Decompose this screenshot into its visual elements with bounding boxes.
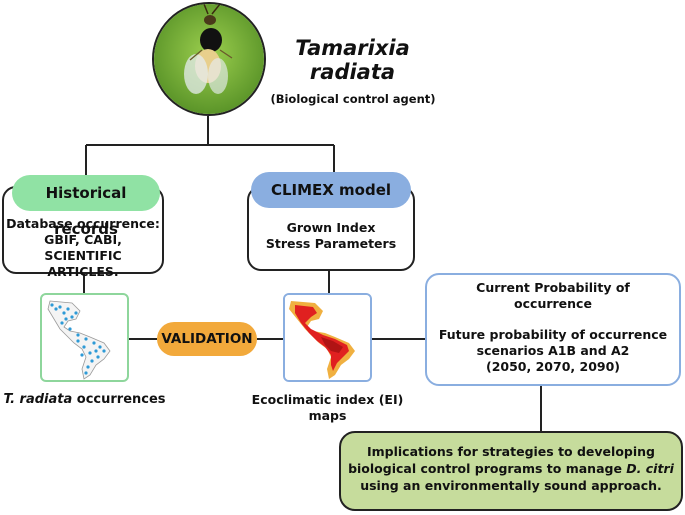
title-line-1: Tamarixia [295, 36, 410, 60]
climex-line-1: Grown Index [286, 220, 376, 235]
occurrences-caption-rest: occurrences [72, 392, 166, 407]
implications-line-3: using an environmentally sound approach. [360, 478, 662, 493]
occurrence-map [40, 293, 129, 382]
ecoclimatic-index-map [283, 293, 372, 382]
implications-box [339, 431, 683, 511]
title-line-2: radiata [309, 60, 396, 84]
historical-line-1: Database occurrence: [6, 216, 160, 231]
species-subtitle: (Biological control agent) [270, 92, 436, 106]
implications-line-2-species: D. citri [626, 461, 674, 476]
historical-records-text: Database occurrence: GBIF, CABI, SCIENTI… [4, 216, 162, 280]
probability-line-3: Future probability of occurrence [438, 327, 668, 342]
ei-maps-caption: Ecoclimatic index (EI) maps [240, 392, 415, 424]
ei-caption-line-2: maps [308, 408, 347, 423]
probability-line-2: occurrence [514, 296, 592, 311]
historical-line-3: ARTICLES. [47, 264, 119, 279]
probability-line-5: (2050, 2070, 2090) [486, 359, 620, 374]
historical-records-pill: Historical records [12, 175, 160, 238]
climex-model-text: Grown Index Stress Parameters [249, 220, 413, 252]
implications-text: Implications for strategies to developin… [343, 443, 679, 494]
ei-caption-line-1: Ecoclimatic index (EI) [251, 392, 404, 407]
probability-text: Current Probability of occurrence Future… [430, 280, 676, 375]
validation-pill: VALIDATION [157, 322, 257, 356]
implications-line-2: biological control programs to manage D.… [343, 460, 679, 477]
implications-line-1: Implications for strategies to developin… [366, 444, 655, 459]
climex-model-pill: CLIMEX model [251, 172, 411, 208]
probability-line-1: Current Probability of [476, 280, 630, 295]
implications-line-2-text: biological control programs to manage [348, 461, 627, 476]
occurrences-caption-species: T. radiata [3, 392, 73, 407]
climex-line-2: Stress Parameters [265, 236, 397, 251]
occurrence-points [50, 303, 106, 375]
probability-box [425, 273, 681, 386]
occurrences-caption: T. radiata occurrences [2, 392, 167, 407]
insect-photo [152, 2, 266, 116]
probability-line-4: scenarios A1B and A2 [476, 343, 630, 358]
species-title: Tamarixia radiata [285, 36, 420, 84]
historical-line-2: GBIF, CABI, SCIENTIFIC [44, 232, 122, 263]
